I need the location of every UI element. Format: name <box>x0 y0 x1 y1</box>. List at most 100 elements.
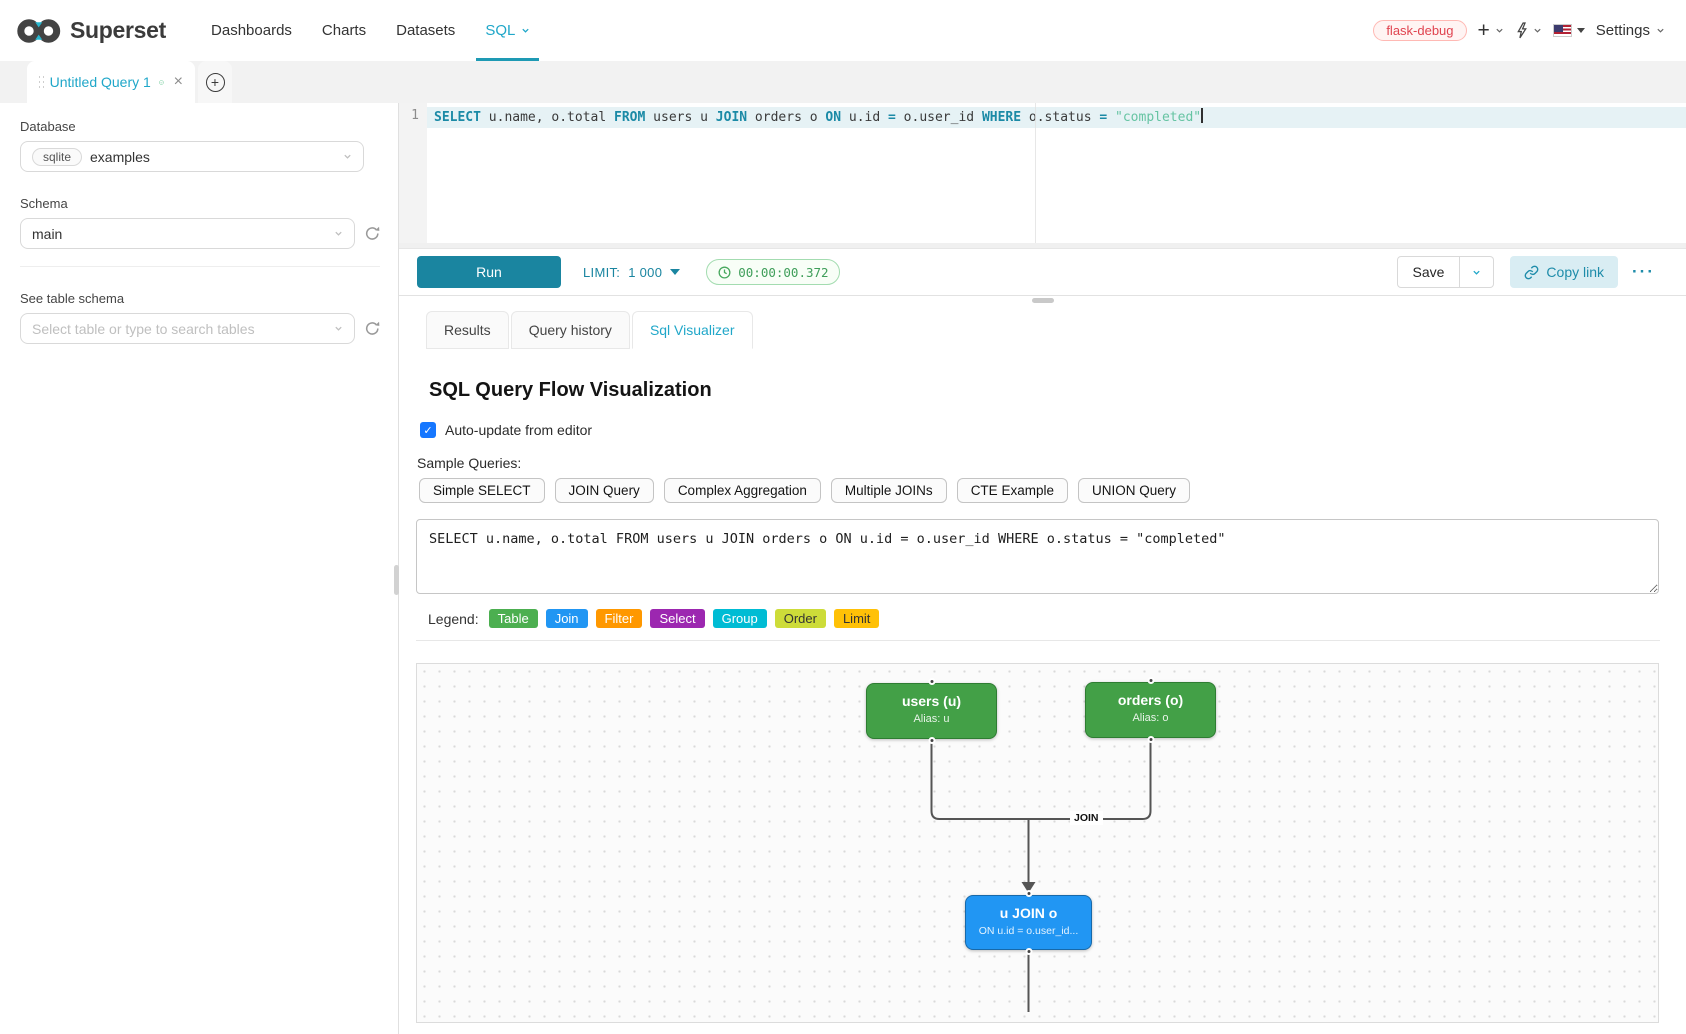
join-edge-label: JOIN <box>1070 811 1103 825</box>
sql-token: SELECT <box>434 110 481 125</box>
sample-query-button[interactable]: JOIN Query <box>554 478 654 503</box>
auto-update-checkbox[interactable]: ✓ <box>420 422 436 438</box>
query-input[interactable]: SELECT u.name, o.total FROM users u JOIN… <box>416 519 1659 594</box>
plus-icon: + <box>1477 19 1490 42</box>
limit-dropdown[interactable]: LIMIT: 1 000 <box>583 265 681 280</box>
editor-print-margin <box>1035 103 1036 243</box>
environment-badge: flask-debug <box>1373 20 1467 41</box>
new-item-menu[interactable]: + <box>1478 20 1504 41</box>
flow-node-orders[interactable]: orders (o) Alias: o <box>1085 677 1216 743</box>
database-label: Database <box>20 119 76 134</box>
sql-token: orders o <box>747 110 826 125</box>
sql-token: = <box>888 110 896 125</box>
sql-token: o.user_id <box>895 110 982 125</box>
sql-token: WHERE <box>981 110 1022 125</box>
sample-query-button[interactable]: UNION Query <box>1077 478 1190 503</box>
nav-item-charts[interactable]: Charts <box>321 22 367 39</box>
schema-select[interactable]: main <box>20 218 355 249</box>
nav-item-dashboards[interactable]: Dashboards <box>211 22 292 39</box>
save-dropdown-button[interactable] <box>1460 256 1495 288</box>
arrowhead-icon <box>1021 882 1036 893</box>
table-select[interactable]: Select table or type to search tables <box>20 313 355 344</box>
close-icon[interactable]: × <box>173 73 183 90</box>
editor-resize-strip[interactable] <box>399 243 1686 249</box>
workspace: Database sqlite examples Schema main <box>0 103 1686 1034</box>
sample-query-button[interactable]: CTE Example <box>956 478 1068 503</box>
sql-token: = <box>1099 110 1108 125</box>
sample-query-button[interactable]: Simple SELECT <box>419 478 545 503</box>
table-select-placeholder: Select table or type to search tables <box>32 320 255 337</box>
active-nav-underline <box>476 58 540 61</box>
legend-chip-filter: Filter <box>595 609 643 628</box>
copy-link-button[interactable]: Copy link <box>1510 256 1619 288</box>
main-panel: 1 SELECT u.name, o.total FROM users u JO… <box>399 103 1686 1034</box>
superset-brand[interactable]: Superset <box>16 17 166 45</box>
refresh-icon[interactable] <box>364 225 381 242</box>
editor-toolbar: Run LIMIT: 1 000 00:00:00.372 Save <box>399 249 1686 295</box>
chevron-down-icon <box>1534 28 1541 33</box>
page-title: SQL Query Flow Visualization <box>429 379 712 401</box>
settings-menu[interactable]: Settings <box>1596 22 1665 39</box>
database-select[interactable]: sqlite examples <box>20 141 364 172</box>
sql-token: FROM <box>614 110 646 125</box>
nav-item-sql[interactable]: SQL <box>470 0 545 61</box>
sql-token <box>1107 110 1115 125</box>
sample-query-button[interactable]: Complex Aggregation <box>663 478 821 503</box>
text-cursor <box>1201 108 1204 123</box>
more-menu-button[interactable]: ··· <box>1632 262 1655 281</box>
refresh-icon[interactable] <box>364 320 381 337</box>
legend-chip-order: Order <box>774 609 826 628</box>
tab-results[interactable]: Results <box>426 311 509 349</box>
editor-gutter: 1 <box>399 103 427 243</box>
tab-sql-visualizer[interactable]: Sql Visualizer <box>631 311 753 349</box>
line-number: 1 <box>411 108 419 123</box>
lightning-bolt-icon <box>1517 22 1527 39</box>
add-tab-button[interactable]: + <box>198 61 232 103</box>
language-picker[interactable] <box>1552 24 1585 37</box>
link-icon <box>1525 265 1539 279</box>
flow-canvas[interactable]: users (u) Alias: u orders (o) Alias: o J… <box>416 663 1659 1023</box>
legend-chip-join: Join <box>545 609 588 628</box>
drag-handle-icon[interactable] <box>39 76 40 78</box>
flow-edges <box>930 741 1152 1012</box>
sql-token: u.id <box>841 110 889 125</box>
sql-token: "completed" <box>1115 110 1202 125</box>
sql-token: u.name, o.total <box>480 110 615 125</box>
table-schema-label: See table schema <box>20 291 125 306</box>
chevron-down-icon <box>334 231 342 236</box>
chevron-down-icon <box>522 28 529 33</box>
nav-right: flask-debug + Settings <box>1373 20 1665 41</box>
sql-editor[interactable]: 1 SELECT u.name, o.total FROM users u JO… <box>399 103 1686 243</box>
database-value: examples <box>90 148 150 165</box>
tab-query-history[interactable]: Query history <box>510 311 630 349</box>
flow-node-users[interactable]: users (u) Alias: u <box>866 678 997 744</box>
check-circle-icon <box>158 79 164 85</box>
sample-queries-label: Sample Queries: <box>417 455 522 471</box>
query-search-menu[interactable] <box>1515 22 1542 39</box>
sidebar: Database sqlite examples Schema main <box>0 103 399 1034</box>
sidebar-divider <box>20 266 380 267</box>
flow-node-join[interactable]: u JOIN o ON u.id = o.user_id... <box>965 890 1092 955</box>
database-engine-badge: sqlite <box>32 147 83 166</box>
legend-chip-table: Table <box>488 609 538 628</box>
save-button[interactable]: Save <box>1396 256 1461 288</box>
panel-resize-handle[interactable] <box>1031 298 1054 303</box>
sample-query-button[interactable]: Multiple JOINs <box>830 478 947 503</box>
schema-value: main <box>32 225 63 242</box>
legend-chip-select: Select <box>650 609 705 628</box>
nav-menu: Dashboards Charts Datasets SQL <box>196 0 545 61</box>
chevron-down-icon <box>344 154 351 159</box>
nav-item-datasets[interactable]: Datasets <box>396 22 456 39</box>
panel-divider <box>399 295 1686 303</box>
result-tabs: Results Query history Sql Visualizer <box>399 311 1686 349</box>
sidebar-resize-handle[interactable] <box>394 565 399 595</box>
query-timer: 00:00:00.372 <box>706 259 840 285</box>
chevron-down-icon <box>1496 28 1503 33</box>
clock-icon <box>718 266 731 278</box>
sql-token: users u <box>645 110 716 125</box>
run-button[interactable]: Run <box>417 256 561 288</box>
query-tab-active[interactable]: Untitled Query 1 × <box>27 61 195 103</box>
